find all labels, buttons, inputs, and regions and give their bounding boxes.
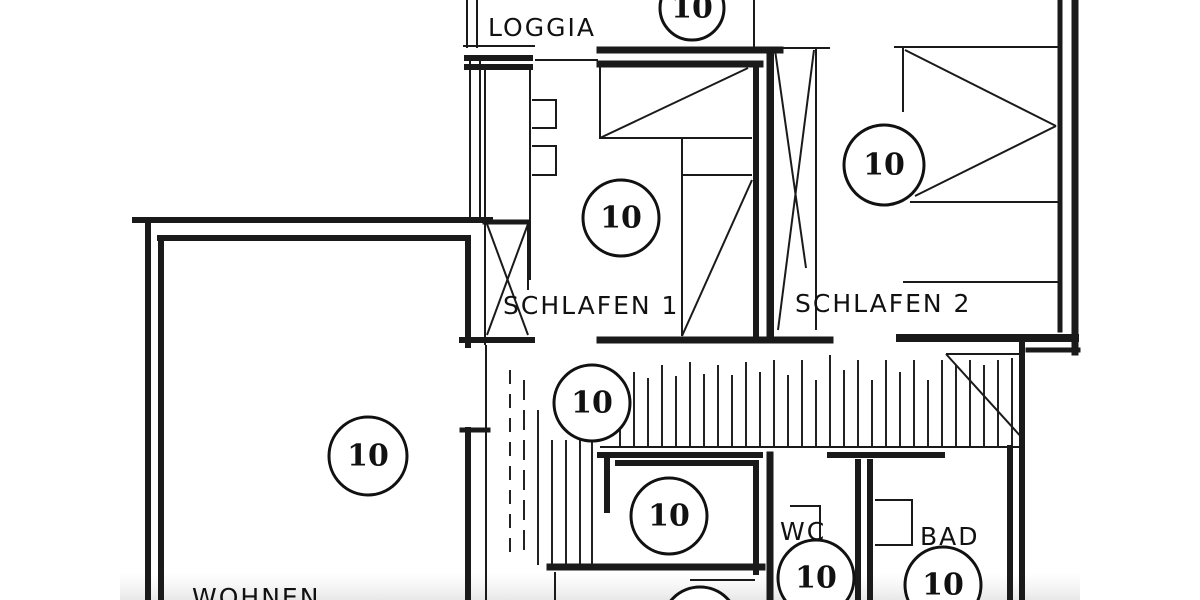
badge-abstell: 10 — [629, 476, 709, 556]
badge-schlafen2: 10 — [842, 123, 926, 207]
flur-hatching — [509, 353, 1025, 565]
badge-loggia: 10 — [658, 0, 726, 42]
label-loggia: LOGGIA — [488, 13, 596, 42]
badge-schlafen1: 10 — [581, 178, 661, 258]
label-wohnen: WOHNEN — [192, 583, 320, 600]
loggia-walls — [463, 0, 784, 70]
badge-flur: 10 — [552, 363, 632, 443]
wohnen-walls — [132, 217, 493, 600]
svg-text:10: 10 — [347, 439, 389, 474]
svg-text:10: 10 — [863, 148, 905, 183]
badge-bad: 10 — [903, 545, 983, 600]
label-schlafen2: SCHLAFEN 2 — [795, 289, 971, 318]
svg-text:10: 10 — [922, 568, 964, 600]
badge-kueche: 10 — [669, 585, 731, 600]
svg-text:10: 10 — [600, 201, 642, 236]
badge-wc: 10 — [776, 538, 856, 600]
label-bad: BAD — [920, 522, 980, 551]
badge-wohnen: 10 — [327, 415, 409, 497]
svg-text:10: 10 — [795, 561, 837, 596]
lower-walls — [546, 342, 1025, 600]
svg-text:10: 10 — [671, 0, 713, 26]
svg-text:10: 10 — [571, 386, 613, 421]
schlafen2-walls — [768, 0, 1081, 356]
label-schlafen1: SCHLAFEN 1 — [503, 291, 679, 320]
svg-text:10: 10 — [648, 499, 690, 534]
label-wc: WC — [780, 517, 826, 546]
